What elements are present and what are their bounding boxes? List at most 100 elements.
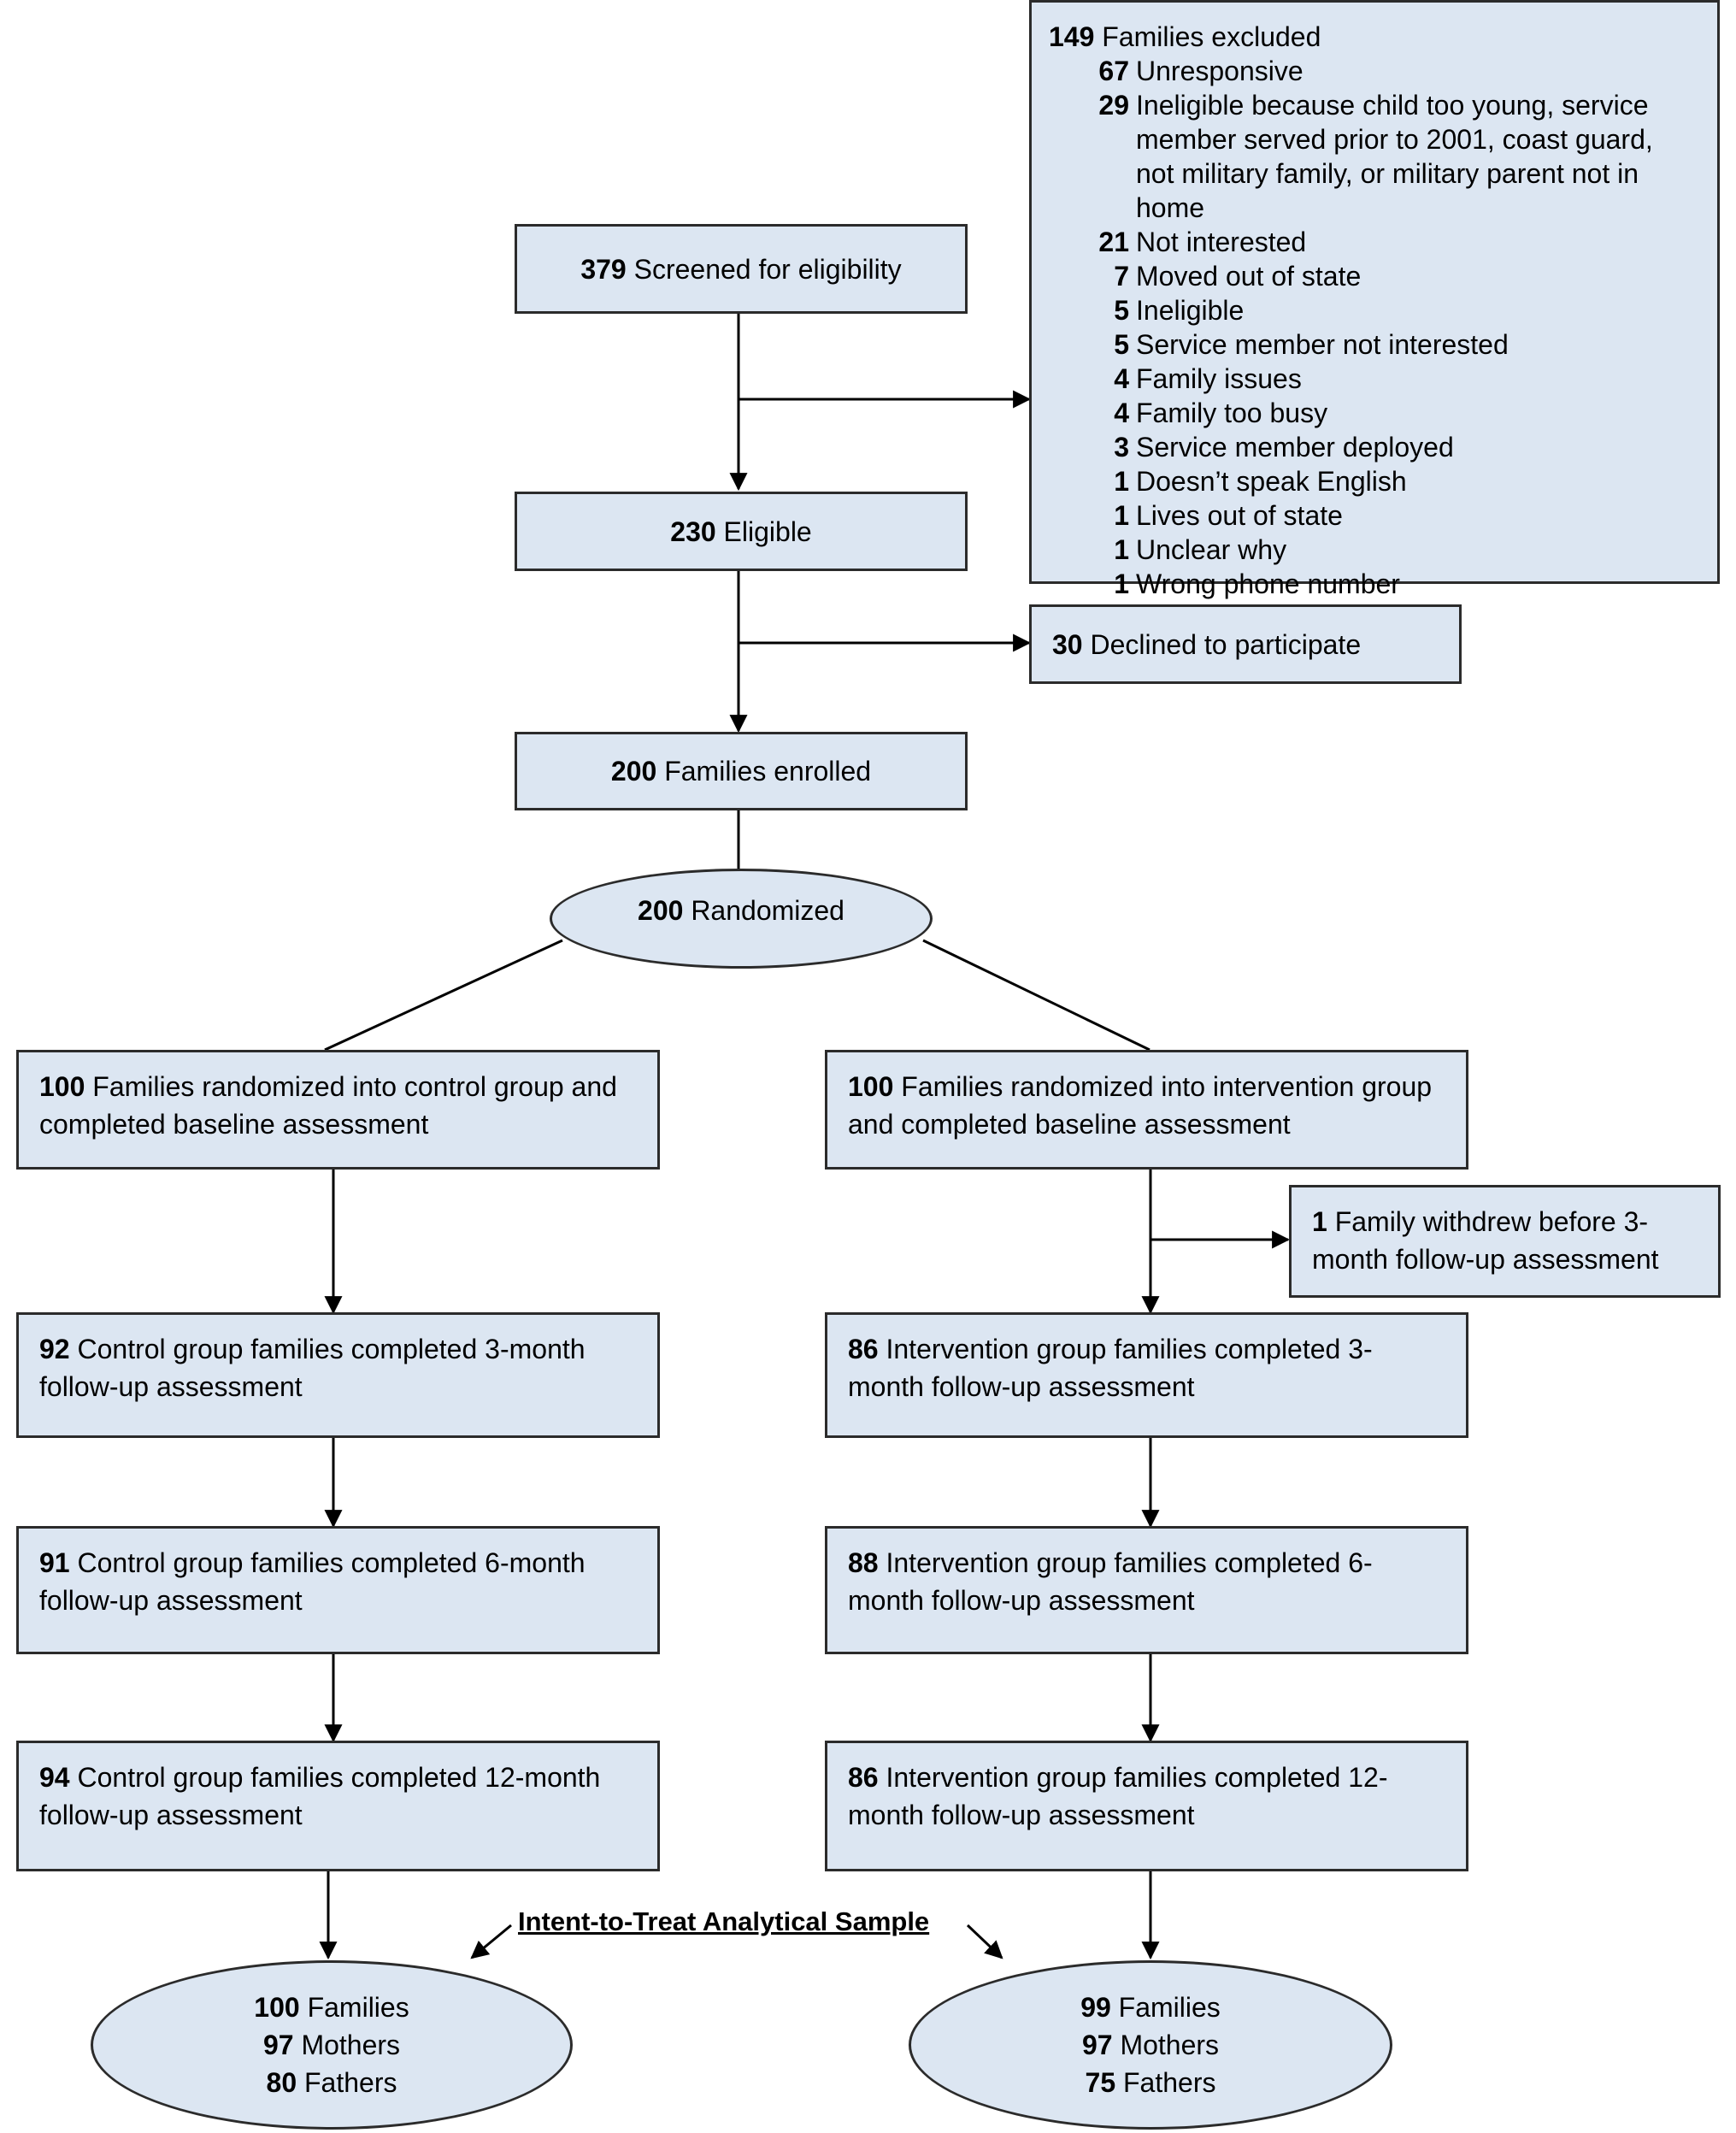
- reason-text: Service member not interested: [1136, 329, 1509, 360]
- intervention-3month-label: Intervention group families completed 3-…: [848, 1334, 1373, 1402]
- reason-text: Unresponsive: [1136, 56, 1303, 86]
- intervention-6month-label: Intervention group families completed 6-…: [848, 1547, 1373, 1616]
- reason-text: Ineligible because child too young, serv…: [1136, 90, 1653, 223]
- control-baseline-label: Families randomized into control group a…: [39, 1071, 617, 1140]
- control-itt-fathers: 80 Fathers: [267, 2064, 397, 2101]
- intervention-12month-count: 86: [848, 1762, 879, 1793]
- control-itt-ellipse: 100 Families 97 Mothers 80 Fathers: [91, 1960, 573, 2130]
- eligible-label: Eligible: [723, 516, 812, 547]
- control-6month-label: Control group families completed 6-month…: [39, 1547, 586, 1616]
- intervention-12month-box: 86 Intervention group families completed…: [825, 1741, 1468, 1871]
- intervention-itt-mothers-label: Mothers: [1120, 2030, 1220, 2060]
- declined-label: Declined to participate: [1090, 628, 1362, 660]
- control-itt-families: 100 Families: [254, 1989, 409, 2026]
- withdrew-box: 1 Family withdrew before 3-month follow-…: [1289, 1185, 1721, 1298]
- randomized-label: Randomized: [691, 895, 844, 926]
- itt-label: Intent-to-Treat Analytical Sample: [518, 1906, 930, 1936]
- control-itt-mothers: 97 Mothers: [263, 2026, 400, 2064]
- intervention-3month-box: 86 Intervention group families completed…: [825, 1312, 1468, 1438]
- intervention-itt-fathers-count: 75: [1085, 2067, 1116, 2098]
- reason-count: 5: [1114, 329, 1129, 360]
- intervention-itt-fathers: 75 Fathers: [1086, 2064, 1216, 2101]
- reason-text: Wrong phone number: [1136, 569, 1400, 599]
- intervention-6month-count: 88: [848, 1547, 879, 1578]
- intervention-itt-fathers-label: Fathers: [1123, 2067, 1216, 2098]
- intervention-12month-label: Intervention group families completed 12…: [848, 1762, 1388, 1830]
- reason-text: Not interested: [1136, 227, 1307, 257]
- intervention-itt-mothers-count: 97: [1081, 2030, 1113, 2060]
- reason-text: Unclear why: [1136, 534, 1287, 565]
- screened-count: 379: [580, 253, 627, 285]
- control-itt-families-label: Families: [307, 1992, 409, 2023]
- withdrew-count: 1: [1312, 1206, 1327, 1237]
- control-12month-label: Control group families completed 12-mont…: [39, 1762, 601, 1830]
- control-itt-families-count: 100: [254, 1992, 300, 2023]
- eligible-box: 230 Eligible: [515, 492, 968, 571]
- intervention-itt-ellipse: 99 Families 97 Mothers 75 Fathers: [909, 1960, 1392, 2130]
- withdrew-label: Family withdrew before 3-month follow-up…: [1312, 1206, 1659, 1275]
- reason-count: 4: [1114, 363, 1129, 394]
- reason-count: 29: [1098, 90, 1129, 121]
- control-itt-mothers-count: 97: [262, 2030, 294, 2060]
- control-3month-count: 92: [39, 1334, 70, 1364]
- intervention-itt-families: 99 Families: [1080, 1989, 1221, 2026]
- control-itt-mothers-label: Mothers: [301, 2030, 401, 2060]
- reason-text: Service member deployed: [1136, 432, 1454, 463]
- eligible-count: 230: [670, 516, 716, 547]
- intervention-itt-families-label: Families: [1118, 1992, 1221, 2023]
- control-baseline-box: 100 Families randomized into control gro…: [16, 1050, 660, 1170]
- control-3month-label: Control group families completed 3-month…: [39, 1334, 586, 1402]
- enrolled-box: 200 Families enrolled: [515, 732, 968, 810]
- reason-text: Ineligible: [1136, 295, 1245, 326]
- reason-count: 1: [1114, 500, 1129, 531]
- reason-count: 21: [1098, 227, 1129, 257]
- control-itt-fathers-count: 80: [266, 2067, 297, 2098]
- intervention-baseline-label: Families randomized into intervention gr…: [848, 1071, 1433, 1140]
- reason-count: 1: [1114, 569, 1129, 599]
- randomized-ellipse: 200 Randomized: [550, 869, 933, 969]
- reason-text: Family issues: [1136, 363, 1302, 394]
- control-3month-box: 92 Control group families completed 3-mo…: [16, 1312, 660, 1438]
- excluded-header: 149 Families excluded: [1049, 20, 1698, 54]
- intervention-3month-count: 86: [848, 1334, 879, 1364]
- reason-text: Lives out of state: [1136, 500, 1343, 531]
- reason-count: 7: [1114, 261, 1129, 292]
- reason-count: 4: [1114, 398, 1129, 428]
- control-itt-fathers-label: Fathers: [304, 2067, 397, 2098]
- control-6month-count: 91: [39, 1547, 70, 1578]
- enrolled-label: Families enrolled: [664, 756, 872, 787]
- reason-count: 5: [1114, 295, 1129, 326]
- intervention-itt-families-count: 99: [1080, 1992, 1111, 2023]
- control-12month-box: 94 Control group families completed 12-m…: [16, 1741, 660, 1871]
- control-6month-box: 91 Control group families completed 6-mo…: [16, 1526, 660, 1654]
- reason-text: Doesn’t speak English: [1136, 466, 1407, 497]
- reason-text: Moved out of state: [1136, 261, 1362, 292]
- screened-label: Screened for eligibility: [633, 253, 902, 285]
- randomized-count: 200: [638, 895, 684, 926]
- screened-box: 379 Screened for eligibility: [515, 224, 968, 314]
- declined-box: 30 Declined to participate: [1029, 604, 1462, 684]
- enrolled-count: 200: [610, 756, 657, 787]
- intervention-baseline-box: 100 Families randomized into interventio…: [825, 1050, 1468, 1170]
- intervention-6month-box: 88 Intervention group families completed…: [825, 1526, 1468, 1654]
- declined-count: 30: [1052, 628, 1083, 660]
- reason-text: Family too busy: [1136, 398, 1328, 428]
- reason-count: 1: [1114, 466, 1129, 497]
- intervention-baseline-count: 100: [848, 1071, 894, 1102]
- control-12month-count: 94: [39, 1762, 70, 1793]
- reason-count: 1: [1114, 534, 1129, 565]
- reason-count: 67: [1098, 56, 1129, 86]
